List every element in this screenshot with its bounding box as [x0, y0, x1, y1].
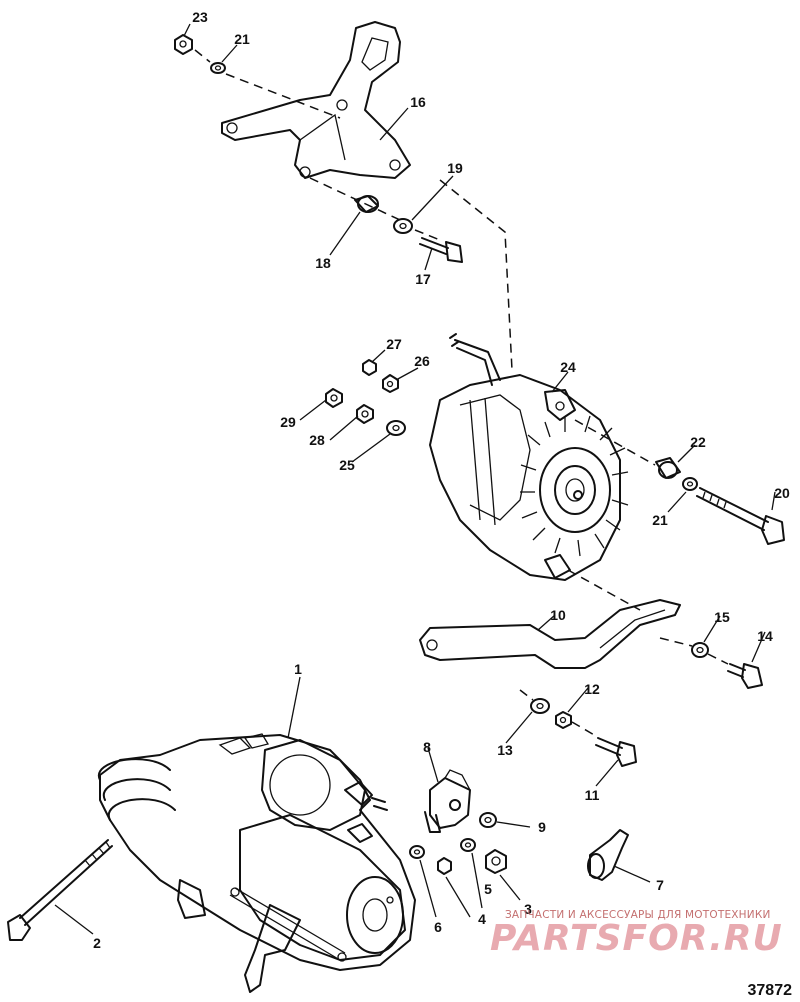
- washer-25: [386, 420, 406, 436]
- washer-6: [409, 845, 425, 859]
- callout-5: 5: [484, 881, 492, 897]
- nut-12: [555, 711, 572, 729]
- nut-26: [382, 374, 399, 393]
- adjusting-bracket: [419, 599, 681, 669]
- nut-29: [325, 388, 343, 408]
- callout-22: 22: [690, 434, 706, 450]
- callout-9: 9: [538, 819, 546, 835]
- bolt-17: [419, 237, 463, 263]
- nut-28: [356, 404, 374, 424]
- callout-13: 13: [497, 742, 513, 758]
- callout-labels: 1 2 3 4 5 6 7 8 9 10 11 12 13 14 15 16 1…: [93, 9, 790, 951]
- washer-15: [691, 642, 709, 658]
- callout-20: 20: [774, 485, 790, 501]
- callout-14: 14: [757, 628, 773, 644]
- callout-28: 28: [309, 432, 325, 448]
- callout-16: 16: [410, 94, 426, 110]
- nut-27: [362, 359, 377, 376]
- bolt-2: [7, 839, 113, 941]
- callout-12: 12: [584, 681, 600, 697]
- callout-3: 3: [524, 901, 532, 917]
- nut-23: [174, 34, 193, 55]
- watermark-tagline: ЗАПЧАСТИ И АКСЕССУАРЫ ДЛЯ МОТОТЕХНИКИ: [505, 909, 771, 921]
- figure-number: 37872: [748, 982, 793, 999]
- callout-8: 8: [423, 739, 431, 755]
- spacer-18: [354, 195, 379, 213]
- callout-26: 26: [414, 353, 430, 369]
- callout-2: 2: [93, 935, 101, 951]
- washer-13: [530, 698, 550, 714]
- washer-19: [393, 218, 413, 234]
- terminal-boot-7: [587, 829, 629, 881]
- callout-24: 24: [560, 359, 576, 375]
- bolt-14: [727, 663, 763, 689]
- washer-5: [460, 838, 476, 852]
- nut-3: [485, 849, 507, 874]
- washer-21-mid: [682, 477, 698, 491]
- leader-lines: [54, 23, 776, 935]
- watermark-brand: PARTSFOR.RU: [490, 918, 783, 959]
- upper-bracket: [221, 21, 411, 179]
- bolt-11: [595, 737, 637, 767]
- callout-7: 7: [656, 877, 664, 893]
- callout-6: 6: [434, 919, 442, 935]
- callout-10: 10: [550, 607, 566, 623]
- callout-21-mid: 21: [652, 512, 668, 528]
- callout-1: 1: [294, 661, 302, 677]
- callout-17: 17: [415, 271, 431, 287]
- callout-27: 27: [386, 336, 402, 352]
- callout-4: 4: [478, 911, 486, 927]
- spacer-22: [655, 457, 681, 479]
- callout-21-top: 21: [234, 31, 250, 47]
- bolt-20: [696, 487, 785, 545]
- washer-21-top: [210, 62, 226, 74]
- callout-18: 18: [315, 255, 331, 271]
- starter-motor: [97, 733, 416, 993]
- callout-15: 15: [714, 609, 730, 625]
- watermark: ЗАПЧАСТИ И АКСЕССУАРЫ ДЛЯ МОТОТЕХНИКИ PA…: [490, 909, 783, 959]
- callout-19: 19: [447, 160, 463, 176]
- relay-8: [424, 769, 471, 833]
- callout-29: 29: [280, 414, 296, 430]
- washer-9: [479, 812, 497, 828]
- callout-23: 23: [192, 9, 208, 25]
- callout-25: 25: [339, 457, 355, 473]
- alternator: [429, 333, 629, 581]
- callout-11: 11: [585, 787, 600, 803]
- nut-4: [437, 857, 452, 875]
